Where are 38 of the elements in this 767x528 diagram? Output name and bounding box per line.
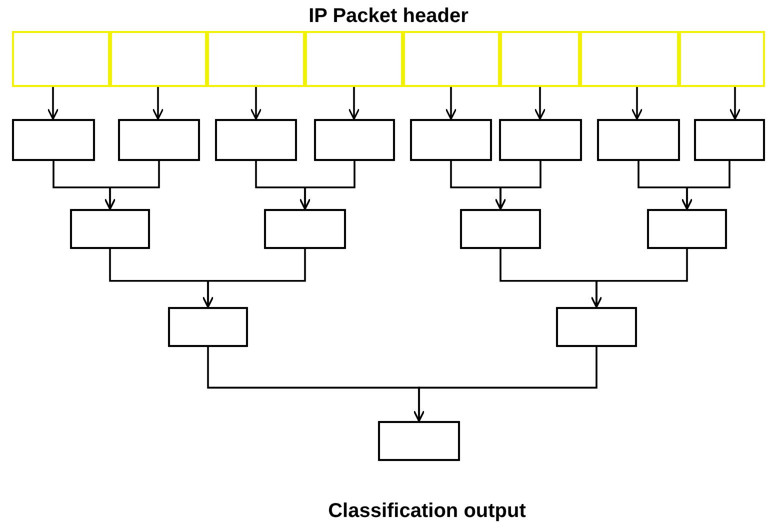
process-box xyxy=(460,209,541,249)
process-box xyxy=(118,119,200,161)
arrow xyxy=(250,87,262,120)
header-field-cell xyxy=(500,31,580,87)
header-field-cell xyxy=(305,31,403,87)
process-box xyxy=(694,119,765,161)
arrow xyxy=(681,161,730,210)
process-box xyxy=(12,119,95,161)
arrow xyxy=(590,249,688,308)
arrow xyxy=(445,87,457,120)
process-box xyxy=(647,209,727,249)
process-box xyxy=(70,209,150,249)
process-box xyxy=(499,119,582,161)
process-box xyxy=(168,307,248,347)
arrow xyxy=(348,87,360,120)
header-field-cell xyxy=(207,31,305,87)
process-box xyxy=(378,421,460,461)
process-box xyxy=(410,119,492,161)
arrow xyxy=(202,249,306,308)
process-box xyxy=(215,119,297,161)
caption: Classification output xyxy=(328,500,526,523)
header-field-cell xyxy=(403,31,500,87)
arrow xyxy=(631,87,643,120)
process-box xyxy=(314,119,395,161)
header-title: IP Packet header xyxy=(308,5,468,28)
process-box xyxy=(556,307,637,347)
arrow xyxy=(729,87,741,120)
header-field-cell xyxy=(580,31,679,87)
process-box xyxy=(597,119,680,161)
header-field-cell xyxy=(110,31,207,87)
arrow xyxy=(494,161,542,210)
arrow xyxy=(299,161,356,210)
arrow xyxy=(47,87,59,120)
arrow xyxy=(413,347,598,422)
arrow xyxy=(534,87,546,120)
arrow xyxy=(104,161,160,210)
process-box xyxy=(264,209,346,249)
arrow xyxy=(152,87,164,120)
